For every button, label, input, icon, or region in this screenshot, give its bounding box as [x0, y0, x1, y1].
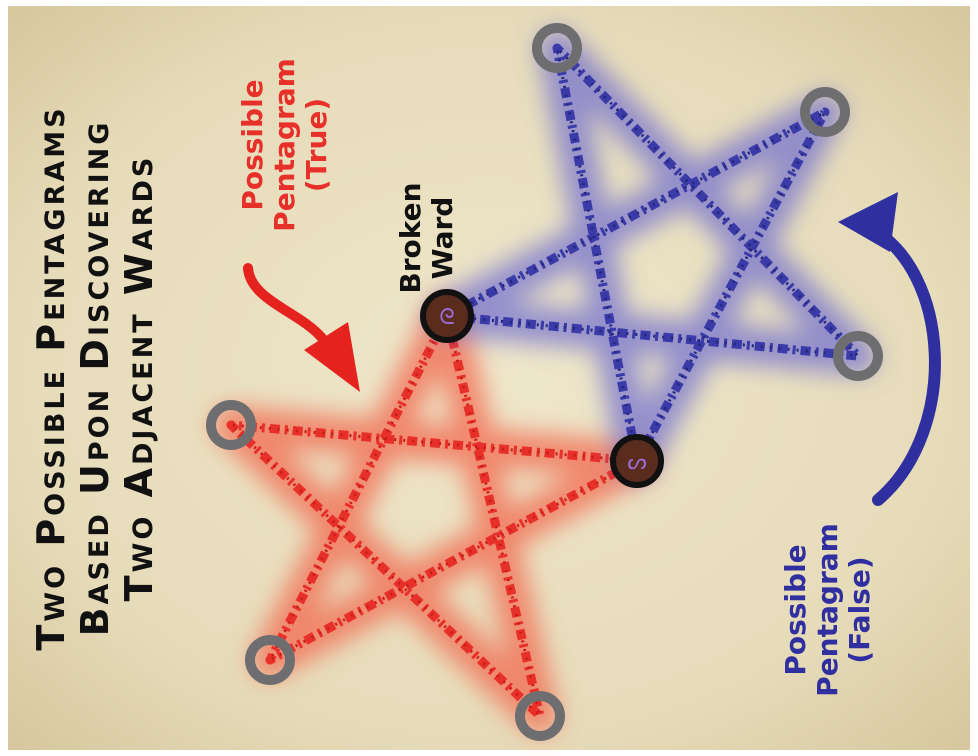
- broken-label-line-2: Ward: [426, 197, 459, 280]
- blue-label-line-2: Pentagram: [811, 523, 844, 697]
- red-label-line-2: Pentagram: [268, 58, 301, 232]
- blue-label-line-1: Possible: [779, 544, 812, 675]
- title-block: Two Possible Pentagrams Based Upon Disco…: [29, 105, 161, 650]
- title-line-1: Two Possible Pentagrams: [29, 105, 73, 650]
- broken-label-line-1: Broken: [394, 182, 427, 293]
- red-label-line-3: (True): [300, 98, 333, 192]
- red-label-line-1: Possible: [236, 79, 269, 210]
- adjacent-ward-rune-icon: ᔕ: [627, 450, 647, 475]
- broken-ward-label: Broken Ward: [394, 182, 459, 293]
- broken-ward-rune-icon: ᘓ: [439, 305, 455, 330]
- blue-label-line-3: (False): [843, 556, 876, 663]
- title-line-2: Based Upon Discovering: [73, 120, 117, 637]
- title-line-3: Two Adjacent Wards: [117, 155, 161, 602]
